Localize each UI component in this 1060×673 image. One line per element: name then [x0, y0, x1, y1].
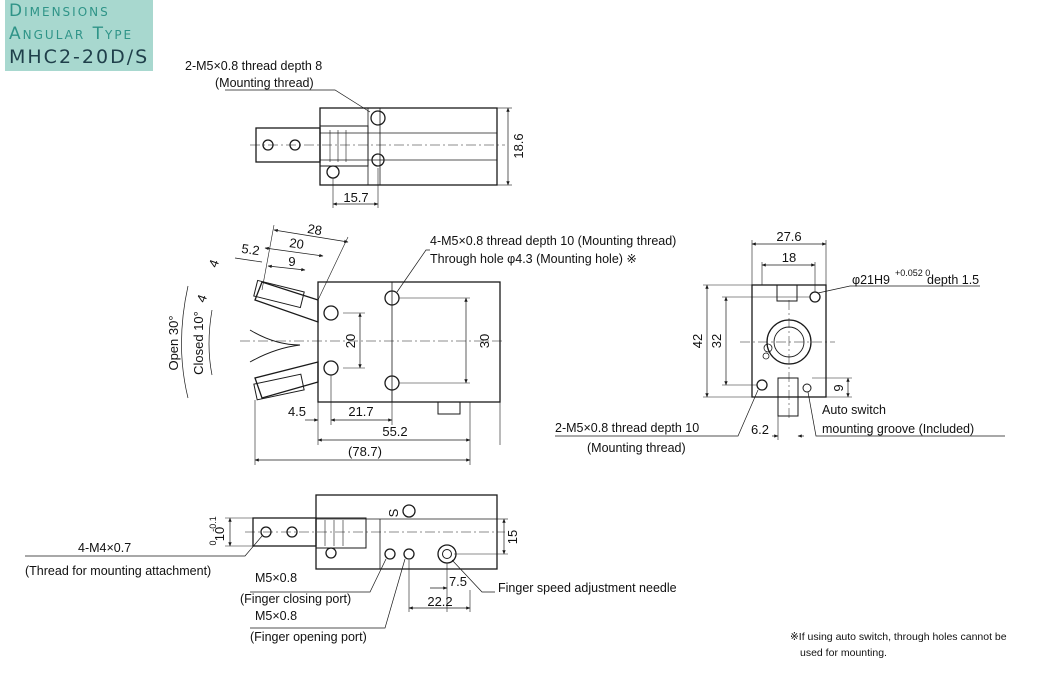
bottom-opening-port: M5×0.8 — [255, 609, 297, 623]
bottom-tol-10b: 0 — [208, 540, 218, 545]
top-view — [225, 89, 512, 208]
side-bore-depth: depth 1.5 — [927, 273, 979, 287]
bottom-attach-thread-sub: (Thread for mounting attachment) — [25, 564, 211, 578]
side-dim-32: 32 — [709, 334, 724, 348]
bottom-attach-thread: 4-M4×0.7 — [78, 541, 131, 555]
front-closed-angle: Closed 10° — [191, 311, 206, 375]
footnote-line1: ※If using auto switch, through holes can… — [790, 631, 1007, 643]
side-bore-tol: +0.052 0 — [895, 268, 930, 278]
side-dim-42: 42 — [690, 334, 705, 348]
title-angular-type: Angular Type — [9, 24, 134, 44]
front-pivot-upper — [323, 305, 339, 321]
top-plug — [326, 165, 340, 179]
front-dim-30: 30 — [477, 334, 492, 348]
front-body — [317, 281, 501, 403]
title-block: Dimensions Angular Type MHC2-20D/S — [5, 0, 154, 71]
front-pivot-lower — [323, 360, 339, 376]
bottom-dim-15: 15 — [505, 530, 520, 544]
bottom-closing-port — [384, 548, 396, 560]
front-dim-20-side: 20 — [343, 334, 358, 348]
bottom-closing-port: M5×0.8 — [255, 571, 297, 585]
bottom-tol-10: -0.1 — [208, 516, 218, 532]
front-open-angle: Open 30° — [166, 315, 181, 370]
front-dim-9: 9 — [288, 254, 295, 269]
side-view — [555, 240, 1005, 440]
front-dim-55-2: 55.2 — [382, 424, 407, 439]
top-thread-2 — [371, 153, 385, 167]
top-body — [319, 107, 498, 186]
front-dim-20-top: 20 — [288, 235, 304, 252]
front-dim-5-2: 5.2 — [241, 241, 261, 258]
front-dim-78-7: (78.7) — [348, 444, 382, 459]
side-thread-bottom — [756, 379, 768, 391]
footnote-line2: used for mounting. — [800, 647, 887, 659]
bottom-opening-port — [403, 548, 415, 560]
side-bore-note: φ21H9 — [852, 273, 890, 287]
front-dim-4b: 4 — [193, 292, 210, 304]
front-dim-4a: 4 — [205, 257, 222, 269]
side-switch-groove — [777, 377, 799, 417]
top-thread-note-sub: (Mounting thread) — [215, 76, 314, 90]
top-dim-width: 15.7 — [343, 190, 368, 205]
front-mount-note: 4-M5×0.8 thread depth 10 (Mounting threa… — [430, 234, 676, 248]
bottom-opening-port-sub: (Finger opening port) — [250, 630, 367, 644]
bottom-dim-7-5: 7.5 — [449, 574, 467, 589]
title-model: MHC2-20D/S — [9, 46, 150, 68]
bottom-dim-22-2: 22.2 — [427, 594, 452, 609]
bottom-port-s-label: S — [386, 508, 401, 517]
front-upper-finger — [254, 281, 319, 323]
front-through-hole: Through hole φ4.3 (Mounting hole) ※ — [430, 252, 637, 266]
side-dim-9: 9 — [831, 384, 846, 391]
side-thread-note: 2-M5×0.8 thread depth 10 — [555, 421, 699, 435]
bottom-view — [25, 494, 508, 629]
top-dim-height: 18.6 — [511, 133, 526, 158]
bottom-needle-note: Finger speed adjustment needle — [498, 581, 677, 595]
bottom-closing-port-sub: (Finger closing port) — [240, 592, 351, 606]
side-switch-note: Auto switch — [822, 403, 886, 417]
side-dim-27-6: 27.6 — [776, 229, 801, 244]
bottom-dim-10: 10 — [212, 527, 227, 541]
side-thread-note-sub: (Mounting thread) — [587, 441, 686, 455]
side-switch-note-sub: mounting groove (Included) — [822, 422, 974, 436]
front-dim-28: 28 — [306, 221, 323, 238]
side-dim-6-2: 6.2 — [751, 422, 769, 437]
side-dim-18: 18 — [782, 250, 796, 265]
front-view — [181, 224, 505, 465]
top-thread-note: 2-M5×0.8 thread depth 8 — [185, 59, 322, 73]
top-thread-1 — [370, 110, 386, 126]
bottom-port-s — [402, 504, 416, 518]
title-dimensions: Dimensions — [9, 1, 110, 21]
front-dim-21-7: 21.7 — [348, 404, 373, 419]
front-dim-4-5: 4.5 — [288, 404, 306, 419]
bottom-needle — [437, 544, 457, 564]
side-thread-top — [809, 291, 821, 303]
front-lower-finger — [254, 361, 319, 399]
